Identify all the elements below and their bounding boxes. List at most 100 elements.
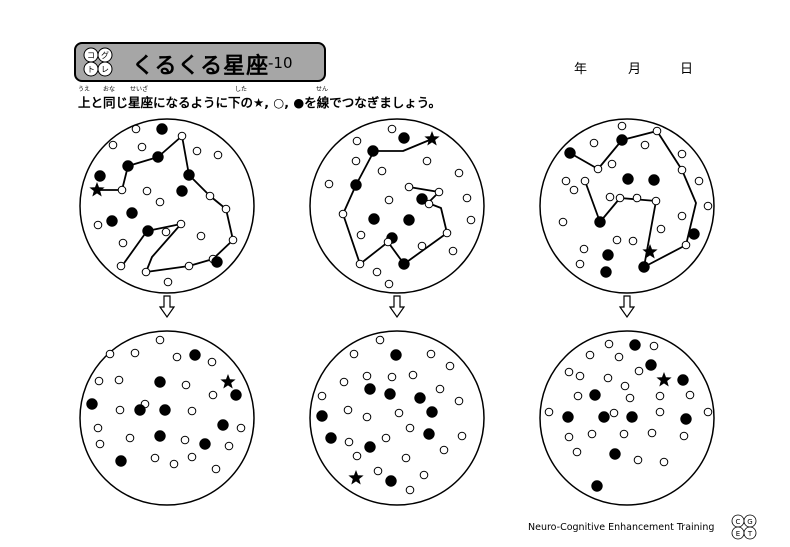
model3-white-dot <box>558 217 568 227</box>
svg-text:T: T <box>747 530 753 538</box>
answer3-white-dot <box>585 350 595 360</box>
answer1-white-dot <box>93 423 103 433</box>
answer3-white-dot <box>587 429 597 439</box>
model2-white-dot <box>324 179 334 189</box>
answer3-white-dot <box>564 432 574 442</box>
svg-text:レ: レ <box>101 65 109 74</box>
answer1-white-dot <box>125 433 135 443</box>
model3-black-dot <box>638 261 650 273</box>
answer2-white-dot <box>362 371 372 381</box>
answer-circle-2 <box>309 330 485 506</box>
answer3-white-dot <box>603 373 613 383</box>
ruby-seiza: せいざ <box>130 86 149 93</box>
model1-white-dot <box>177 131 187 141</box>
model3-white-dot <box>569 185 579 195</box>
model2-white-dot <box>372 267 382 277</box>
answer1-white-dot <box>115 405 125 415</box>
model2-white-dot <box>424 199 434 209</box>
svg-text:グ: グ <box>101 50 109 60</box>
answer2-white-dot <box>381 433 391 443</box>
day-label: 日 <box>680 62 694 77</box>
answer3-white-dot <box>659 457 669 467</box>
model1-white-dot <box>142 186 152 196</box>
answer2-black-dot <box>364 383 376 395</box>
answer3-black-dot <box>629 339 641 351</box>
model1-white-dot <box>93 220 103 230</box>
model3-white-dot <box>703 201 713 211</box>
down-arrow-icon <box>158 295 176 319</box>
model1-black-dot <box>106 215 118 227</box>
ruby-sen: せん <box>316 86 329 93</box>
model1-white-dot <box>116 261 126 271</box>
model2-white-dot <box>417 241 427 251</box>
answer3-black-dot <box>645 359 657 371</box>
answer2-white-dot <box>405 423 415 433</box>
answer2-black-dot <box>385 475 397 487</box>
model3-white-dot <box>561 176 571 186</box>
answer1-black-dot <box>159 404 171 416</box>
answer1-black-dot <box>230 389 242 401</box>
year-label: 年 <box>574 62 588 77</box>
model3-white-dot <box>580 176 590 186</box>
model2-white-dot <box>448 246 458 256</box>
model1-white-dot <box>161 227 171 237</box>
answer3-white-dot <box>679 431 689 441</box>
model-line-3 <box>569 130 697 268</box>
model3-white-dot <box>593 164 603 174</box>
model2-star <box>424 131 440 146</box>
answer2-white-dot <box>405 485 415 495</box>
model3-white-dot <box>632 193 642 203</box>
answer3-black-dot <box>677 374 689 386</box>
model3-white-dot <box>656 224 666 234</box>
model3-white-dot <box>681 240 691 250</box>
answer1-black-dot <box>217 419 229 431</box>
model-circle-3 <box>539 118 715 294</box>
answer1-white-dot <box>155 335 165 345</box>
cget-logo-icon: C G E T <box>729 512 759 542</box>
model2-white-dot <box>352 136 362 146</box>
answer3-white-dot <box>619 429 629 439</box>
answer2-white-dot <box>439 445 449 455</box>
footer-text: Neuro-Cognitive Enhancement Training <box>528 522 715 533</box>
answer3-white-dot <box>649 341 659 351</box>
answer2-white-dot <box>352 451 362 461</box>
answer3-white-dot <box>614 352 624 362</box>
model3-star <box>642 244 658 259</box>
answer3-black-dot <box>626 411 638 423</box>
model3-white-dot <box>640 140 650 150</box>
answer2-black-dot <box>414 392 426 404</box>
model2-white-dot <box>454 168 464 178</box>
model2-black-dot <box>367 145 379 157</box>
answer2-white-dot <box>362 412 372 422</box>
model1-black-dot <box>152 151 164 163</box>
model2-white-dot <box>351 156 361 166</box>
answer1-white-dot <box>95 439 105 449</box>
model2-white-dot <box>355 259 365 269</box>
model3-white-dot <box>617 121 627 131</box>
model1-white-dot <box>155 197 165 207</box>
answer1-white-dot <box>211 464 221 474</box>
answer3-black-dot <box>589 389 601 401</box>
model2-white-dot <box>383 237 393 247</box>
model3-white-dot <box>628 236 638 246</box>
title-box: コ グ ト レ くるくる星座 -10 <box>74 42 326 82</box>
answer1-white-dot <box>181 380 191 390</box>
model3-white-dot <box>651 196 661 206</box>
model2-white-dot <box>338 209 348 219</box>
answer3-white-dot <box>609 408 619 418</box>
answer2-white-dot <box>419 470 429 480</box>
svg-text:C: C <box>736 518 741 526</box>
answer1-black-dot <box>154 430 166 442</box>
answer1-white-dot <box>180 435 190 445</box>
page-number: -10 <box>268 54 293 72</box>
answer2-white-dot <box>387 372 397 382</box>
answer1-white-dot <box>114 375 124 385</box>
answer3-white-dot <box>625 393 635 403</box>
model1-white-dot <box>221 204 231 214</box>
answer1-black-dot <box>189 349 201 361</box>
model1-white-dot <box>196 231 206 241</box>
model1-black-dot <box>142 225 154 237</box>
answer1-black-dot <box>199 438 211 450</box>
answer2-black-dot <box>390 349 402 361</box>
model3-white-dot <box>677 149 687 159</box>
